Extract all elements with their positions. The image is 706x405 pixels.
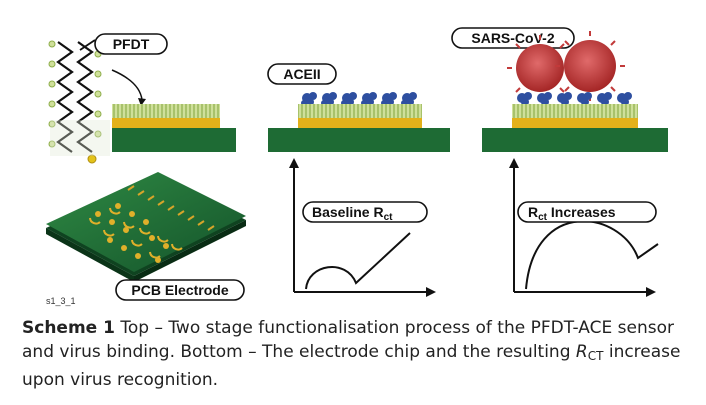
caption-rct-subscript: CT bbox=[587, 349, 604, 363]
aceii-label: ACEII bbox=[267, 63, 337, 85]
scheme-figure: PFDT ACEII SARS-CoV-2 bbox=[46, 27, 668, 306]
aceii-proteins bbox=[301, 92, 417, 106]
electrode-stack-1 bbox=[112, 104, 236, 152]
caption-text-part1: Top – Two stage functionalisation proces… bbox=[22, 318, 674, 362]
image-id-label: s1_3_1 bbox=[46, 296, 76, 306]
electrode-stack-2 bbox=[268, 104, 450, 152]
pfdt-molecule-chain bbox=[48, 40, 110, 164]
pfdt-insertion-arrow bbox=[111, 69, 143, 101]
pcb-electrode-chip bbox=[46, 172, 246, 282]
baseline-rct-plot bbox=[289, 158, 436, 297]
virus-particle-right bbox=[555, 31, 625, 101]
svg-text:SARS-CoV-2: SARS-CoV-2 bbox=[471, 30, 554, 46]
sars-cov-2-label: SARS-CoV-2 bbox=[451, 27, 575, 49]
caption-text-part2: increase upon virus recognition. bbox=[22, 342, 681, 390]
aceii-proteins-bound bbox=[517, 92, 632, 106]
pfdt-label: PFDT bbox=[94, 33, 168, 55]
svg-text:Rct Increases: Rct Increases bbox=[528, 204, 616, 223]
svg-text:PCB Electrode: PCB Electrode bbox=[131, 282, 228, 298]
baseline-rct-label: Baseline Rct bbox=[302, 201, 428, 223]
pfdt-label-arrow bbox=[79, 39, 96, 51]
svg-text:PFDT: PFDT bbox=[113, 36, 150, 52]
figure-caption: Scheme 1 Top – Two stage functionalisati… bbox=[22, 316, 694, 392]
svg-text:ACEII: ACEII bbox=[283, 66, 320, 82]
pcb-electrode-label: PCB Electrode bbox=[115, 279, 245, 301]
electrode-stack-3 bbox=[482, 104, 668, 152]
caption-heading: Scheme 1 bbox=[22, 318, 115, 338]
svg-text:Baseline Rct: Baseline Rct bbox=[312, 204, 393, 223]
rct-increases-plot bbox=[509, 158, 659, 297]
rct-increases-label: Rct Increases bbox=[517, 201, 657, 223]
pfdt-insertion-arrowhead bbox=[138, 98, 146, 106]
virus-particle-left bbox=[507, 35, 573, 101]
caption-rct-symbol: R bbox=[575, 342, 588, 362]
